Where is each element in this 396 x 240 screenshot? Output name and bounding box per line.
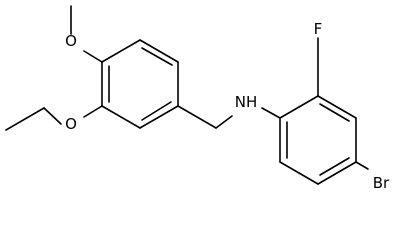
molecule-structure: O O NH F Br — [5, 5, 390, 191]
bond — [5, 107, 45, 131]
bond — [317, 161, 357, 185]
methoxy-group: O — [65, 5, 103, 63]
atom-label-nh: NH — [235, 93, 258, 111]
bond — [177, 105, 217, 129]
double-bond-inner — [141, 47, 173, 66]
bond — [279, 161, 319, 185]
bond — [317, 95, 357, 119]
bond — [279, 95, 319, 119]
ethoxy-group: O — [5, 105, 103, 133]
bond — [43, 107, 62, 125]
bond — [215, 115, 233, 129]
benzyl-linker: NH — [177, 93, 281, 129]
bond — [139, 39, 179, 63]
atom-label-o-methoxy: O — [65, 32, 77, 50]
bond — [261, 107, 281, 119]
atom-label-f: F — [314, 20, 323, 38]
atom-label-br: Br — [373, 174, 390, 191]
bromo-group: Br — [355, 161, 390, 191]
right-benzene-ring — [279, 95, 357, 185]
double-bond-inner — [319, 103, 350, 122]
bond — [101, 39, 141, 63]
bond — [83, 50, 103, 63]
double-bond-inner — [141, 101, 172, 121]
bond — [101, 105, 141, 129]
bond — [139, 105, 179, 129]
atom-label-o-ethoxy: O — [65, 115, 77, 133]
bond — [83, 105, 103, 118]
double-bond-inner — [319, 157, 350, 176]
bond — [355, 161, 369, 170]
fluoro-group: F — [314, 20, 323, 97]
left-benzene-ring — [101, 39, 179, 129]
